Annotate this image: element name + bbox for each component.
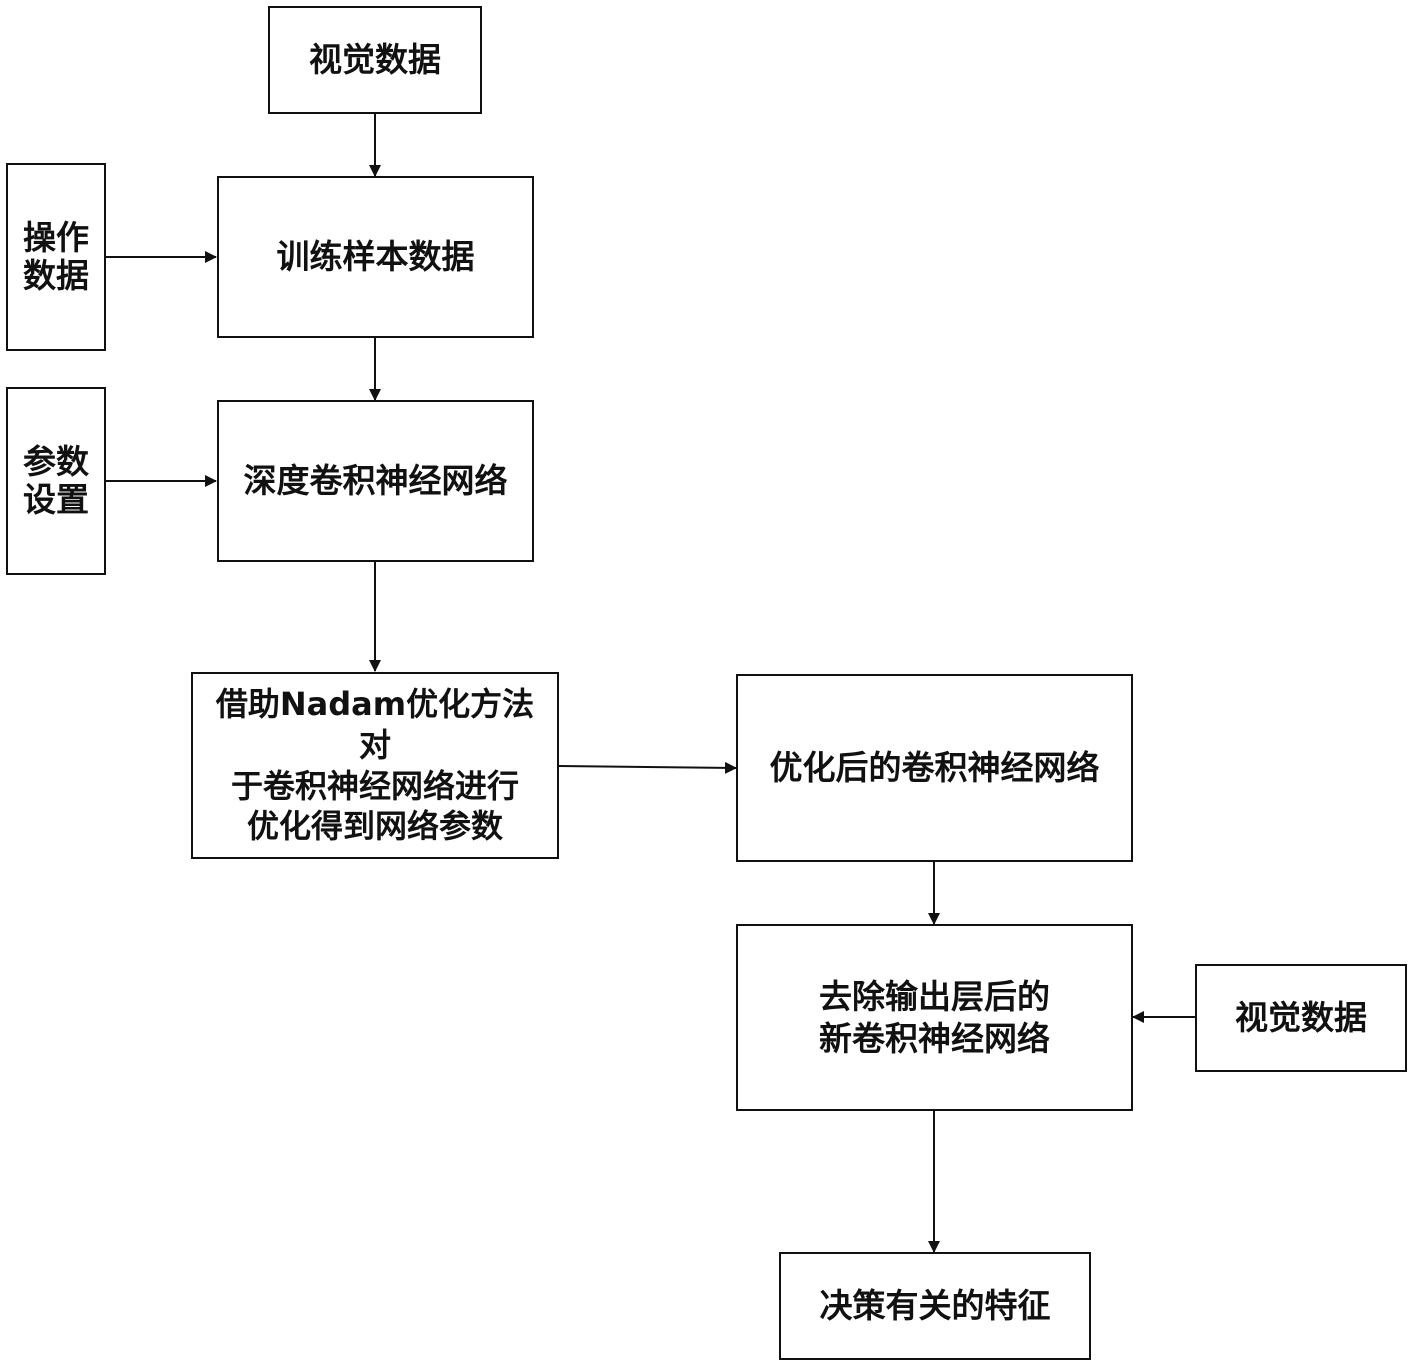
deep-cnn-box: 深度卷积神经网络 xyxy=(217,400,534,562)
new-cnn-label: 去除输出层后的 新卷积神经网络 xyxy=(819,977,1050,1058)
arrow-nadam-to-optimized xyxy=(558,761,737,774)
operation-data-box: 操作 数据 xyxy=(6,163,106,351)
operation-data-label: 操作 数据 xyxy=(23,218,89,295)
nadam-optimization-label: 借助Nadam优化方法对 于卷积神经网络进行 优化得到网络参数 xyxy=(215,684,535,846)
param-settings-label: 参数 设置 xyxy=(23,442,89,519)
optimized-cnn-label: 优化后的卷积神经网络 xyxy=(769,748,1100,788)
decision-features-box: 决策有关的特征 xyxy=(779,1252,1091,1360)
optimized-cnn-box: 优化后的卷积神经网络 xyxy=(736,674,1133,862)
param-settings-box: 参数 设置 xyxy=(6,387,106,575)
visual-data-top-box: 视觉数据 xyxy=(268,6,482,114)
visual-data-top-label: 视觉数据 xyxy=(309,40,441,80)
training-samples-label: 训练样本数据 xyxy=(276,237,475,277)
new-cnn-box: 去除输出层后的 新卷积神经网络 xyxy=(736,924,1133,1111)
decision-features-label: 决策有关的特征 xyxy=(819,1286,1051,1326)
deep-cnn-label: 深度卷积神经网络 xyxy=(243,461,508,501)
visual-data-right-label: 视觉数据 xyxy=(1235,998,1367,1038)
training-samples-box: 训练样本数据 xyxy=(217,176,534,338)
nadam-optimization-box: 借助Nadam优化方法对 于卷积神经网络进行 优化得到网络参数 xyxy=(191,672,559,859)
visual-data-right-box: 视觉数据 xyxy=(1195,964,1407,1072)
